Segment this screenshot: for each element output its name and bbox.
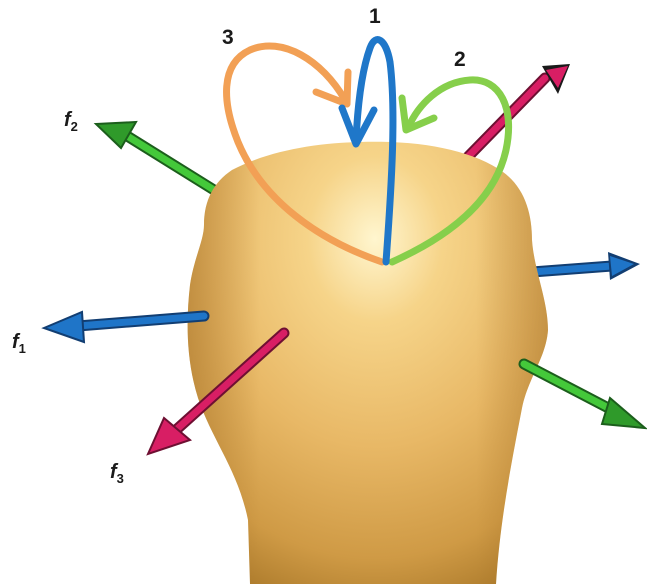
force-label-f1: f1	[12, 331, 26, 356]
force-arrow-green-right	[524, 364, 645, 428]
force-label-f3: f3	[110, 461, 124, 486]
loop-label-2: 2	[454, 48, 466, 71]
loop-label-1: 1	[369, 5, 381, 28]
body-shape	[188, 142, 548, 584]
force-label-f2: f2	[64, 109, 78, 134]
force-arrow-f1	[44, 312, 204, 342]
loop-label-3: 3	[222, 26, 234, 49]
force-arrow-f2	[96, 122, 214, 190]
force-arrow-blue-right	[532, 252, 640, 280]
